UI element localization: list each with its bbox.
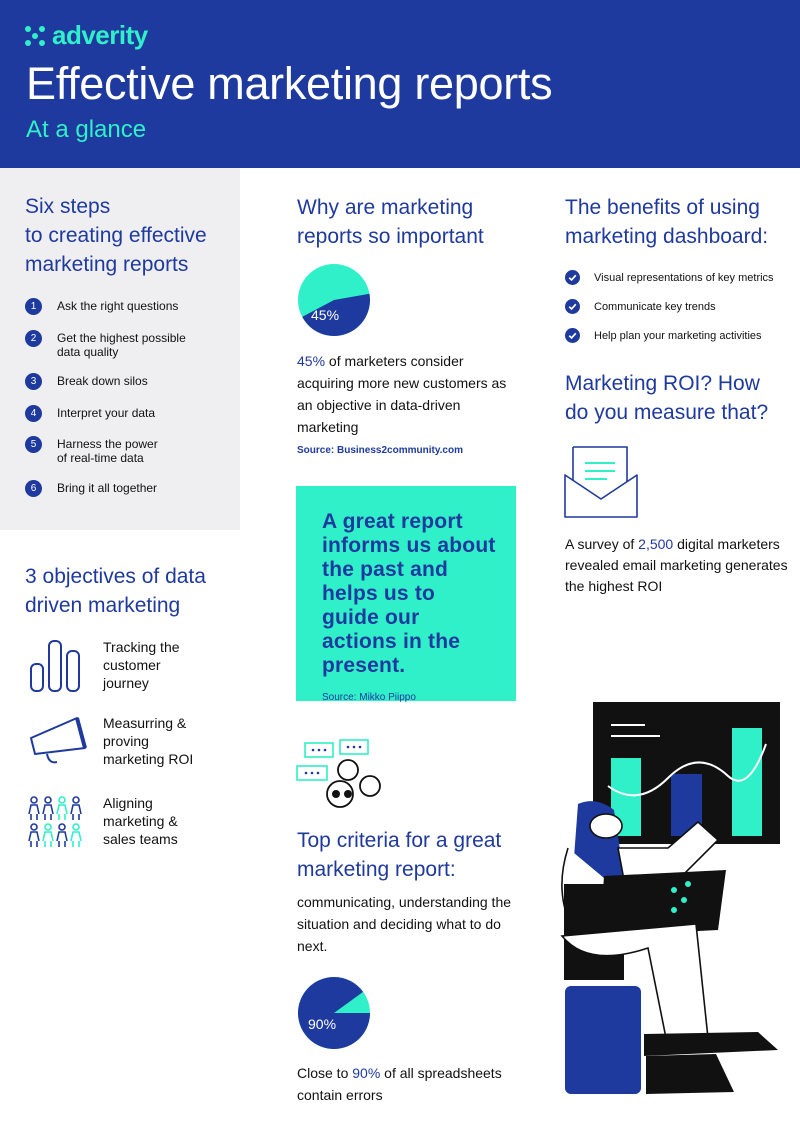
step-number: 2 — [25, 330, 42, 347]
pie-chart-90: 90% — [298, 977, 370, 1049]
header: adverity Effective marketing reports At … — [0, 0, 800, 168]
objective-item: Tracking the customer journey — [25, 638, 213, 694]
step-text: Bring it all together — [57, 481, 158, 495]
criteria-text: communicating, understanding the situati… — [297, 894, 512, 954]
step-item: 1 Ask the right questions — [25, 298, 235, 330]
page-title: Effective marketing reports — [26, 58, 553, 109]
pie-chart-45: 45% — [298, 264, 370, 336]
step-text: Harness the power of real-time data — [57, 437, 158, 465]
quote-text: A great report informs us about the past… — [322, 510, 496, 677]
check-circle-icon — [565, 270, 580, 285]
benefits-title: The benefits of using marketing dashboar… — [565, 196, 769, 248]
benefit-item: Help plan your marketing activities — [565, 321, 774, 350]
step-text: Ask the right questions — [57, 299, 179, 313]
roi-highlight: 2,500 — [638, 536, 674, 552]
criteria-title: Top criteria for a great marketing repor… — [297, 829, 502, 881]
step-item: 6 Bring it all together — [25, 480, 235, 500]
benefits-list: Visual representations of key metrics Co… — [565, 263, 774, 350]
step-number: 1 — [25, 298, 42, 315]
why-body: of marketers consider acquiring more new… — [297, 353, 507, 435]
errors-text: Close to 90% of all spreadsheets contain… — [297, 1062, 527, 1106]
quote-box: A great report informs us about the past… — [296, 486, 516, 703]
step-item: 3 Break down silos — [25, 373, 235, 405]
errors-post: of all spreadsheets contain errors — [297, 1065, 502, 1103]
pie-label: 45% — [311, 307, 339, 323]
step-text: Get the highest possible data quality — [57, 331, 186, 359]
roi-pre: A survey of — [565, 536, 639, 552]
brand-logo[interactable]: adverity — [24, 20, 148, 51]
objective-label: Tracking the customer journey — [103, 639, 180, 691]
step-number: 6 — [25, 480, 42, 497]
six-steps-list: 1 Ask the right questions 2 Get the highes… — [25, 298, 235, 500]
objectives-title: 3 objectives of data driven marketing — [25, 565, 206, 617]
step-number: 3 — [25, 373, 42, 390]
person-with-laptop-and-dashboard-illustration — [560, 702, 780, 1094]
check-circle-icon — [565, 328, 580, 343]
step-item: 2 Get the highest possible data quality — [25, 330, 235, 373]
why-source[interactable]: Source: Business2community.com — [297, 445, 463, 456]
six-steps-panel — [0, 168, 240, 530]
pie-label: 90% — [308, 1016, 336, 1032]
objective-item: Aligning marketing & sales teams — [25, 794, 213, 850]
objective-item: Measurring & proving marketing ROI — [25, 714, 213, 770]
benefit-item: Communicate key trends — [565, 292, 774, 321]
pie-value-slice — [298, 977, 370, 1049]
roi-title: Marketing ROI? How do you measure that? — [565, 372, 769, 424]
objective-label: Aligning marketing & sales teams — [103, 795, 178, 847]
step-text: Interpret your data — [57, 406, 156, 420]
team-icon — [28, 796, 82, 847]
why-text: 45% of marketers consider acquiring more… — [297, 350, 512, 438]
envelope-icon — [564, 446, 638, 518]
benefit-text: Communicate key trends — [594, 300, 716, 313]
step-text: Break down silos — [57, 374, 148, 388]
why-title: Why are marketing reports so important — [297, 196, 484, 248]
errors-pre: Close to — [297, 1065, 353, 1081]
step-item: 5 Harness the power of real-time data — [25, 436, 235, 480]
page-subtitle: At a glance — [26, 116, 147, 143]
six-steps-title: Six steps to creating effective marketin… — [25, 195, 207, 276]
roi-text: A survey of 2,500 digital marketers reve… — [565, 534, 790, 597]
chat-bubbles-icon — [296, 739, 381, 808]
quote-source: Source: Mikko Piippo — [322, 692, 416, 703]
errors-highlight: 90% — [352, 1065, 381, 1081]
check-circle-icon — [565, 299, 580, 314]
benefit-text: Help plan your marketing activities — [594, 329, 762, 342]
logo-text: adverity — [52, 20, 148, 50]
adverity-logo-icon — [25, 25, 45, 46]
bar-chart-icon — [30, 640, 80, 692]
benefit-text: Visual representations of key metrics — [594, 271, 774, 284]
step-item: 4 Interpret your data — [25, 405, 235, 436]
why-highlight: 45% — [297, 353, 326, 369]
step-number: 5 — [25, 436, 42, 453]
benefit-item: Visual representations of key metrics — [565, 263, 774, 292]
step-number: 4 — [25, 405, 42, 422]
objective-label: Measurring & proving marketing ROI — [103, 715, 194, 767]
pie-value-slice — [302, 293, 370, 336]
megaphone-icon — [30, 717, 87, 764]
roi-post: digital marketers revealed email marketi… — [565, 536, 788, 594]
